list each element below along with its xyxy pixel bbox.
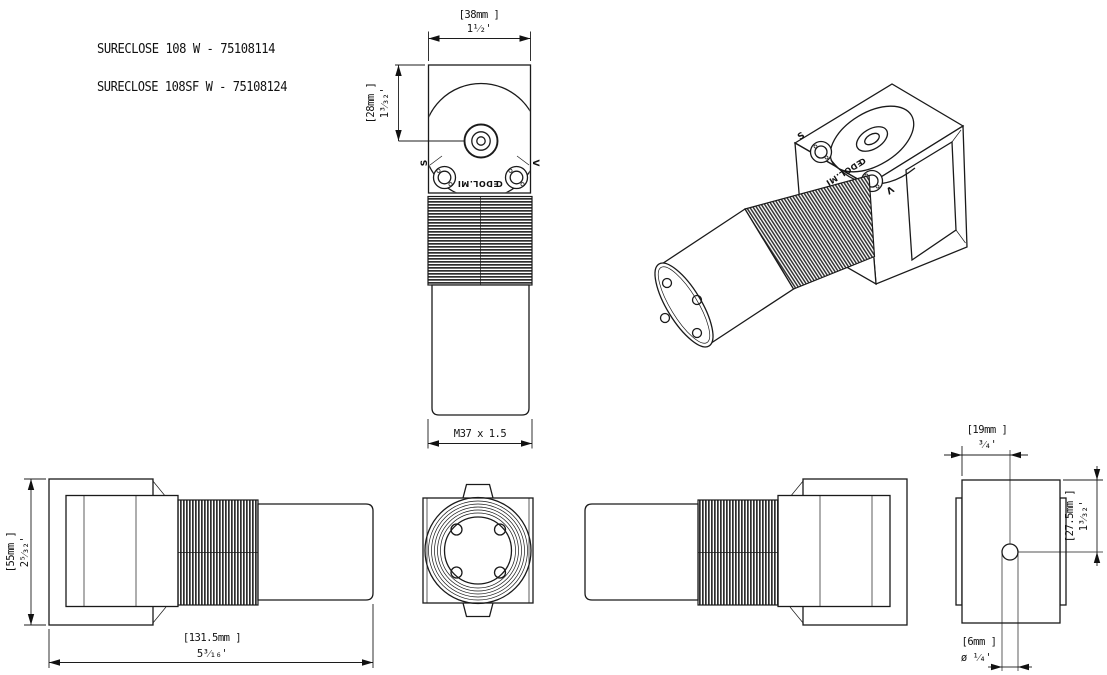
iso-screw-left: [809, 140, 833, 164]
dim-text: [28mm ]: [365, 83, 377, 124]
dim-front-height: [28mm ] 1³⁄₃₂': [365, 64, 465, 142]
screw-label-s: S: [420, 160, 430, 166]
dim-plate-width: [19mm ] ³⁄₄': [944, 424, 1028, 476]
isometric-view: S V ŒDOL.MI: [654, 83, 968, 348]
dim-text: [38mm ]: [459, 9, 500, 21]
end-bracket-outline: [422, 497, 534, 604]
dim-text: 2⁵⁄₃₂': [19, 537, 31, 567]
end-bore-circle: [443, 516, 513, 585]
screw-label-v: V: [530, 160, 540, 167]
dim-text: 5³⁄₁₆': [197, 648, 227, 660]
dim-text: 1³⁄₃₂': [379, 88, 391, 118]
end-tab-bottom: [462, 602, 494, 618]
pivot-housing-arc: [429, 82, 530, 193]
side-view: [48, 478, 374, 626]
pivot-circle: [463, 123, 499, 159]
dim-text: [27.5mm ]: [1064, 490, 1076, 542]
tension-screw-left: [432, 165, 457, 190]
dim-text: ø ¹⁄₄': [961, 652, 991, 664]
dim-plate-height: [27.5mm ] 1³⁄₃₂': [1063, 466, 1103, 566]
side2-cylinder: [584, 503, 699, 601]
tension-screw-right: [504, 165, 529, 190]
iso-screw-label-v: V: [884, 183, 895, 195]
iso-screw-label-s: S: [796, 131, 807, 143]
side-view-mirrored: [584, 478, 908, 626]
thread-spec: M37 x 1.5: [454, 428, 507, 440]
dim-text: [131.5mm ]: [183, 632, 241, 644]
part-number-line-2: SURECLOSE 108SF W - 75108124: [97, 80, 288, 95]
dim-text: [6mm ]: [962, 636, 997, 648]
front-view: S V ŒDOL.MI: [420, 64, 540, 416]
side-cylinder: [257, 503, 374, 601]
part-number-line-1: SURECLOSE 108 W - 75108114: [97, 42, 276, 57]
dim-text: ³⁄₄': [978, 439, 997, 451]
side-body: [65, 494, 179, 608]
dim-text: 1³⁄₃₂': [1078, 501, 1090, 531]
brand-mark: ŒDOL.MI: [457, 179, 502, 188]
dim-text: [19mm ]: [967, 424, 1008, 436]
end-tab-top: [462, 483, 494, 499]
dim-plate-hole: [6mm ] ø ¹⁄₄': [961, 636, 1032, 671]
dim-text: [55mm ]: [5, 532, 17, 573]
plate-view: [955, 450, 1103, 671]
dim-side-height: [55mm ] 2⁵⁄₃₂': [5, 478, 46, 626]
plate-hole: [1001, 543, 1019, 561]
cylinder-body: [431, 284, 530, 416]
dim-side-length: [131.5mm ] 5³⁄₁₆': [48, 604, 374, 668]
dim-text: 1¹⁄₂': [467, 23, 492, 35]
title-block: SURECLOSE 108 W - 75108114 SURECLOSE 108…: [97, 42, 288, 95]
end-view: [422, 483, 534, 618]
dim-front-width: [38mm ] 1¹⁄₂': [428, 9, 531, 61]
thread-section: [427, 195, 533, 286]
dim-front-thread: M37 x 1.5: [427, 419, 533, 449]
side2-body: [777, 494, 891, 608]
